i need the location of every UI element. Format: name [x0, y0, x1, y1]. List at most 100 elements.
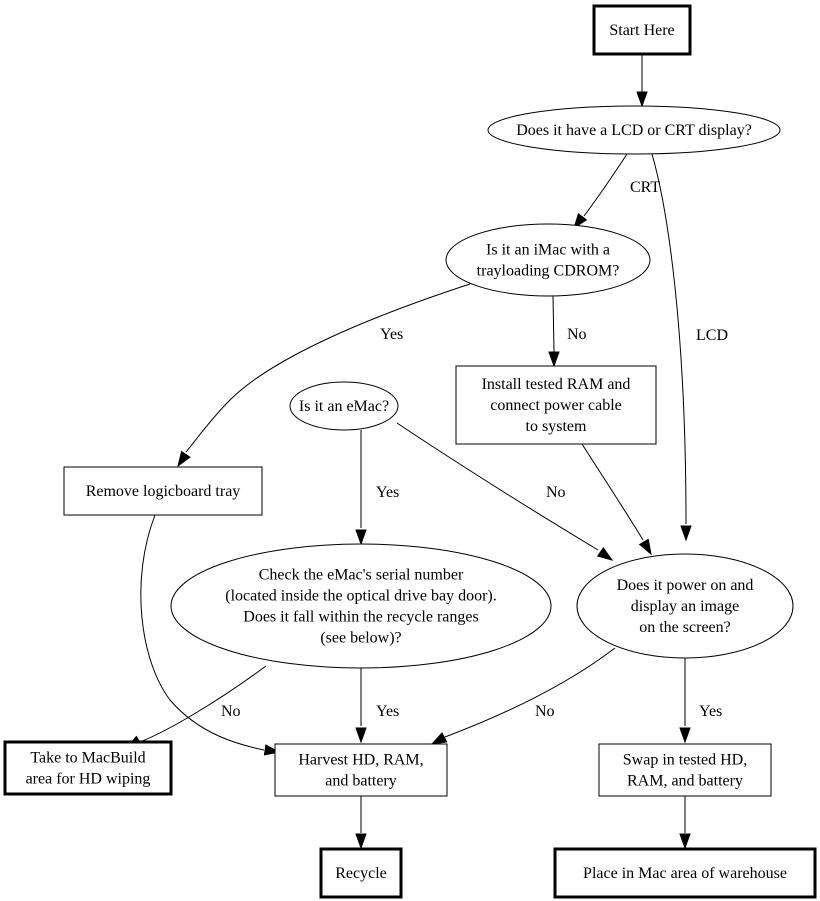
- node-text-line: (located inside the optical drive bay do…: [225, 588, 496, 605]
- node-power-on: Does it power on and display an image on t…: [576, 553, 794, 659]
- node-display-type: Does it have a LCD or CRT display?: [487, 105, 781, 155]
- node-text-line: Does it have a LCD or CRT display?: [516, 122, 752, 139]
- node-text-line: Check the eMac's serial number: [259, 567, 464, 584]
- edge-display_type-to-imac_tray: [573, 153, 628, 230]
- edge-imac_tray-to-install_ram: [548, 295, 560, 368]
- edge-label-no: No: [546, 484, 566, 501]
- arrowhead-icon: [638, 538, 652, 556]
- node-text-line: on the screen?: [639, 619, 731, 636]
- arrowhead-icon: [679, 833, 691, 850]
- node-remove-tray: Remove logicboard tray: [63, 466, 263, 516]
- node-macbuild: Take to MacBuild area for HD wiping: [3, 740, 173, 796]
- terminal-box: [592, 4, 692, 56]
- node-text-line: Is it an iMac with a: [486, 242, 610, 259]
- node-text-line: area for HD wiping: [26, 771, 151, 788]
- edge-is_emac-to-power_on: [396, 422, 614, 561]
- edge-label-crt: CRT: [630, 179, 660, 196]
- edges-layer: [125, 54, 692, 850]
- node-swap: Swap in tested HD, RAM, and battery: [598, 743, 772, 797]
- node-text-line: Install tested RAM and: [482, 376, 631, 393]
- edge-line: [581, 443, 644, 541]
- arrowhead-icon: [430, 732, 448, 745]
- arrowhead-icon: [548, 351, 560, 368]
- edge-line: [583, 153, 628, 217]
- edge-label-lcd: LCD: [696, 327, 728, 344]
- arrowhead-icon: [679, 727, 691, 744]
- node-text-line: Does it fall within the recycle ranges: [243, 609, 478, 626]
- terminal-box: [553, 847, 817, 899]
- node-install-ram: Install tested RAM and connect power cabl…: [455, 365, 657, 445]
- arrowhead-icon: [573, 212, 588, 230]
- arrowhead-icon: [355, 727, 367, 744]
- edge-label-yes: Yes: [380, 326, 403, 343]
- decision-ellipse: [487, 105, 781, 155]
- decision-ellipse: [289, 381, 399, 431]
- node-text-line: Recycle: [335, 865, 387, 882]
- node-text-line: (see below)?: [320, 630, 401, 647]
- process-box: [63, 466, 263, 516]
- terminal-box: [3, 740, 173, 796]
- edge-check_serial-to-macbuild: [125, 665, 267, 749]
- edge-check_serial-to-harvest: [355, 668, 367, 744]
- edge-line: [396, 422, 599, 551]
- edge-line: [185, 283, 471, 453]
- arrowhead-icon: [355, 529, 367, 546]
- node-text-line: trayloading CDROM?: [477, 263, 620, 280]
- node-imac-tray: Is it an iMac with a trayloading CDROM?: [445, 223, 651, 297]
- edge-label-yes: Yes: [376, 703, 399, 720]
- arrowhead-icon: [177, 450, 191, 468]
- node-text-line: Is it an eMac?: [299, 398, 389, 415]
- node-recycle: Recycle: [319, 847, 403, 899]
- process-box: [274, 743, 448, 797]
- process-box: [598, 743, 772, 797]
- edge-label-no: No: [567, 326, 587, 343]
- decision-ellipse: [576, 553, 794, 659]
- node-is-emac: Is it an eMac?: [289, 381, 399, 431]
- node-text-line: display an image: [631, 598, 739, 615]
- node-start: Start Here: [592, 4, 692, 56]
- node-text-line: Does it power on and: [617, 577, 754, 594]
- edge-label-yes: Yes: [699, 703, 722, 720]
- node-harvest: Harvest HD, RAM, and battery: [274, 743, 448, 797]
- decision-ellipse: [445, 223, 651, 297]
- edge-power_on-to-swap: [679, 658, 691, 744]
- node-text-line: Swap in tested HD,: [623, 752, 747, 769]
- edge-start-to-display_type: [636, 54, 648, 108]
- arrowhead-icon: [355, 833, 367, 850]
- edge-label-no: No: [535, 703, 555, 720]
- edge-line: [552, 295, 555, 353]
- arrowhead-icon: [596, 547, 614, 561]
- node-text-line: RAM, and battery: [627, 773, 743, 790]
- edge-is_emac-to-check_serial: [355, 430, 367, 546]
- arrowhead-icon: [680, 525, 692, 542]
- node-text-line: Harvest HD, RAM,: [298, 752, 423, 769]
- node-text-line: Take to MacBuild: [30, 750, 145, 767]
- edge-install_ram-to-power_on: [581, 443, 652, 556]
- edge-label-yes: Yes: [376, 484, 399, 501]
- node-text-line: Place in Mac area of warehouse: [583, 865, 787, 882]
- terminal-box: [319, 847, 403, 899]
- edge-line: [139, 665, 267, 743]
- node-text-line: to system: [526, 418, 587, 435]
- decision-ellipse: [170, 543, 552, 669]
- edge-harvest-to-recycle: [355, 796, 367, 850]
- edge-line: [651, 153, 687, 525]
- node-check-serial: Check the eMac's serial number (located i…: [170, 543, 552, 669]
- node-text-line: Start Here: [609, 22, 674, 39]
- edge-display_type-to-power_on: [651, 153, 692, 542]
- node-text-line: and battery: [325, 773, 397, 790]
- node-text-line: Remove logicboard tray: [86, 483, 241, 500]
- node-text-line: connect power cable: [490, 397, 621, 414]
- node-warehouse: Place in Mac area of warehouse: [553, 847, 817, 899]
- edge-swap-to-warehouse: [679, 796, 691, 850]
- edge-imac_tray-to-remove_tray: [177, 283, 471, 468]
- arrowhead-icon: [636, 91, 648, 108]
- edge-line: [444, 647, 616, 738]
- edge-line: [140, 514, 265, 751]
- edge-power_on-to-harvest: [430, 647, 616, 745]
- process-box: [455, 365, 657, 445]
- edge-label-no: No: [221, 703, 241, 720]
